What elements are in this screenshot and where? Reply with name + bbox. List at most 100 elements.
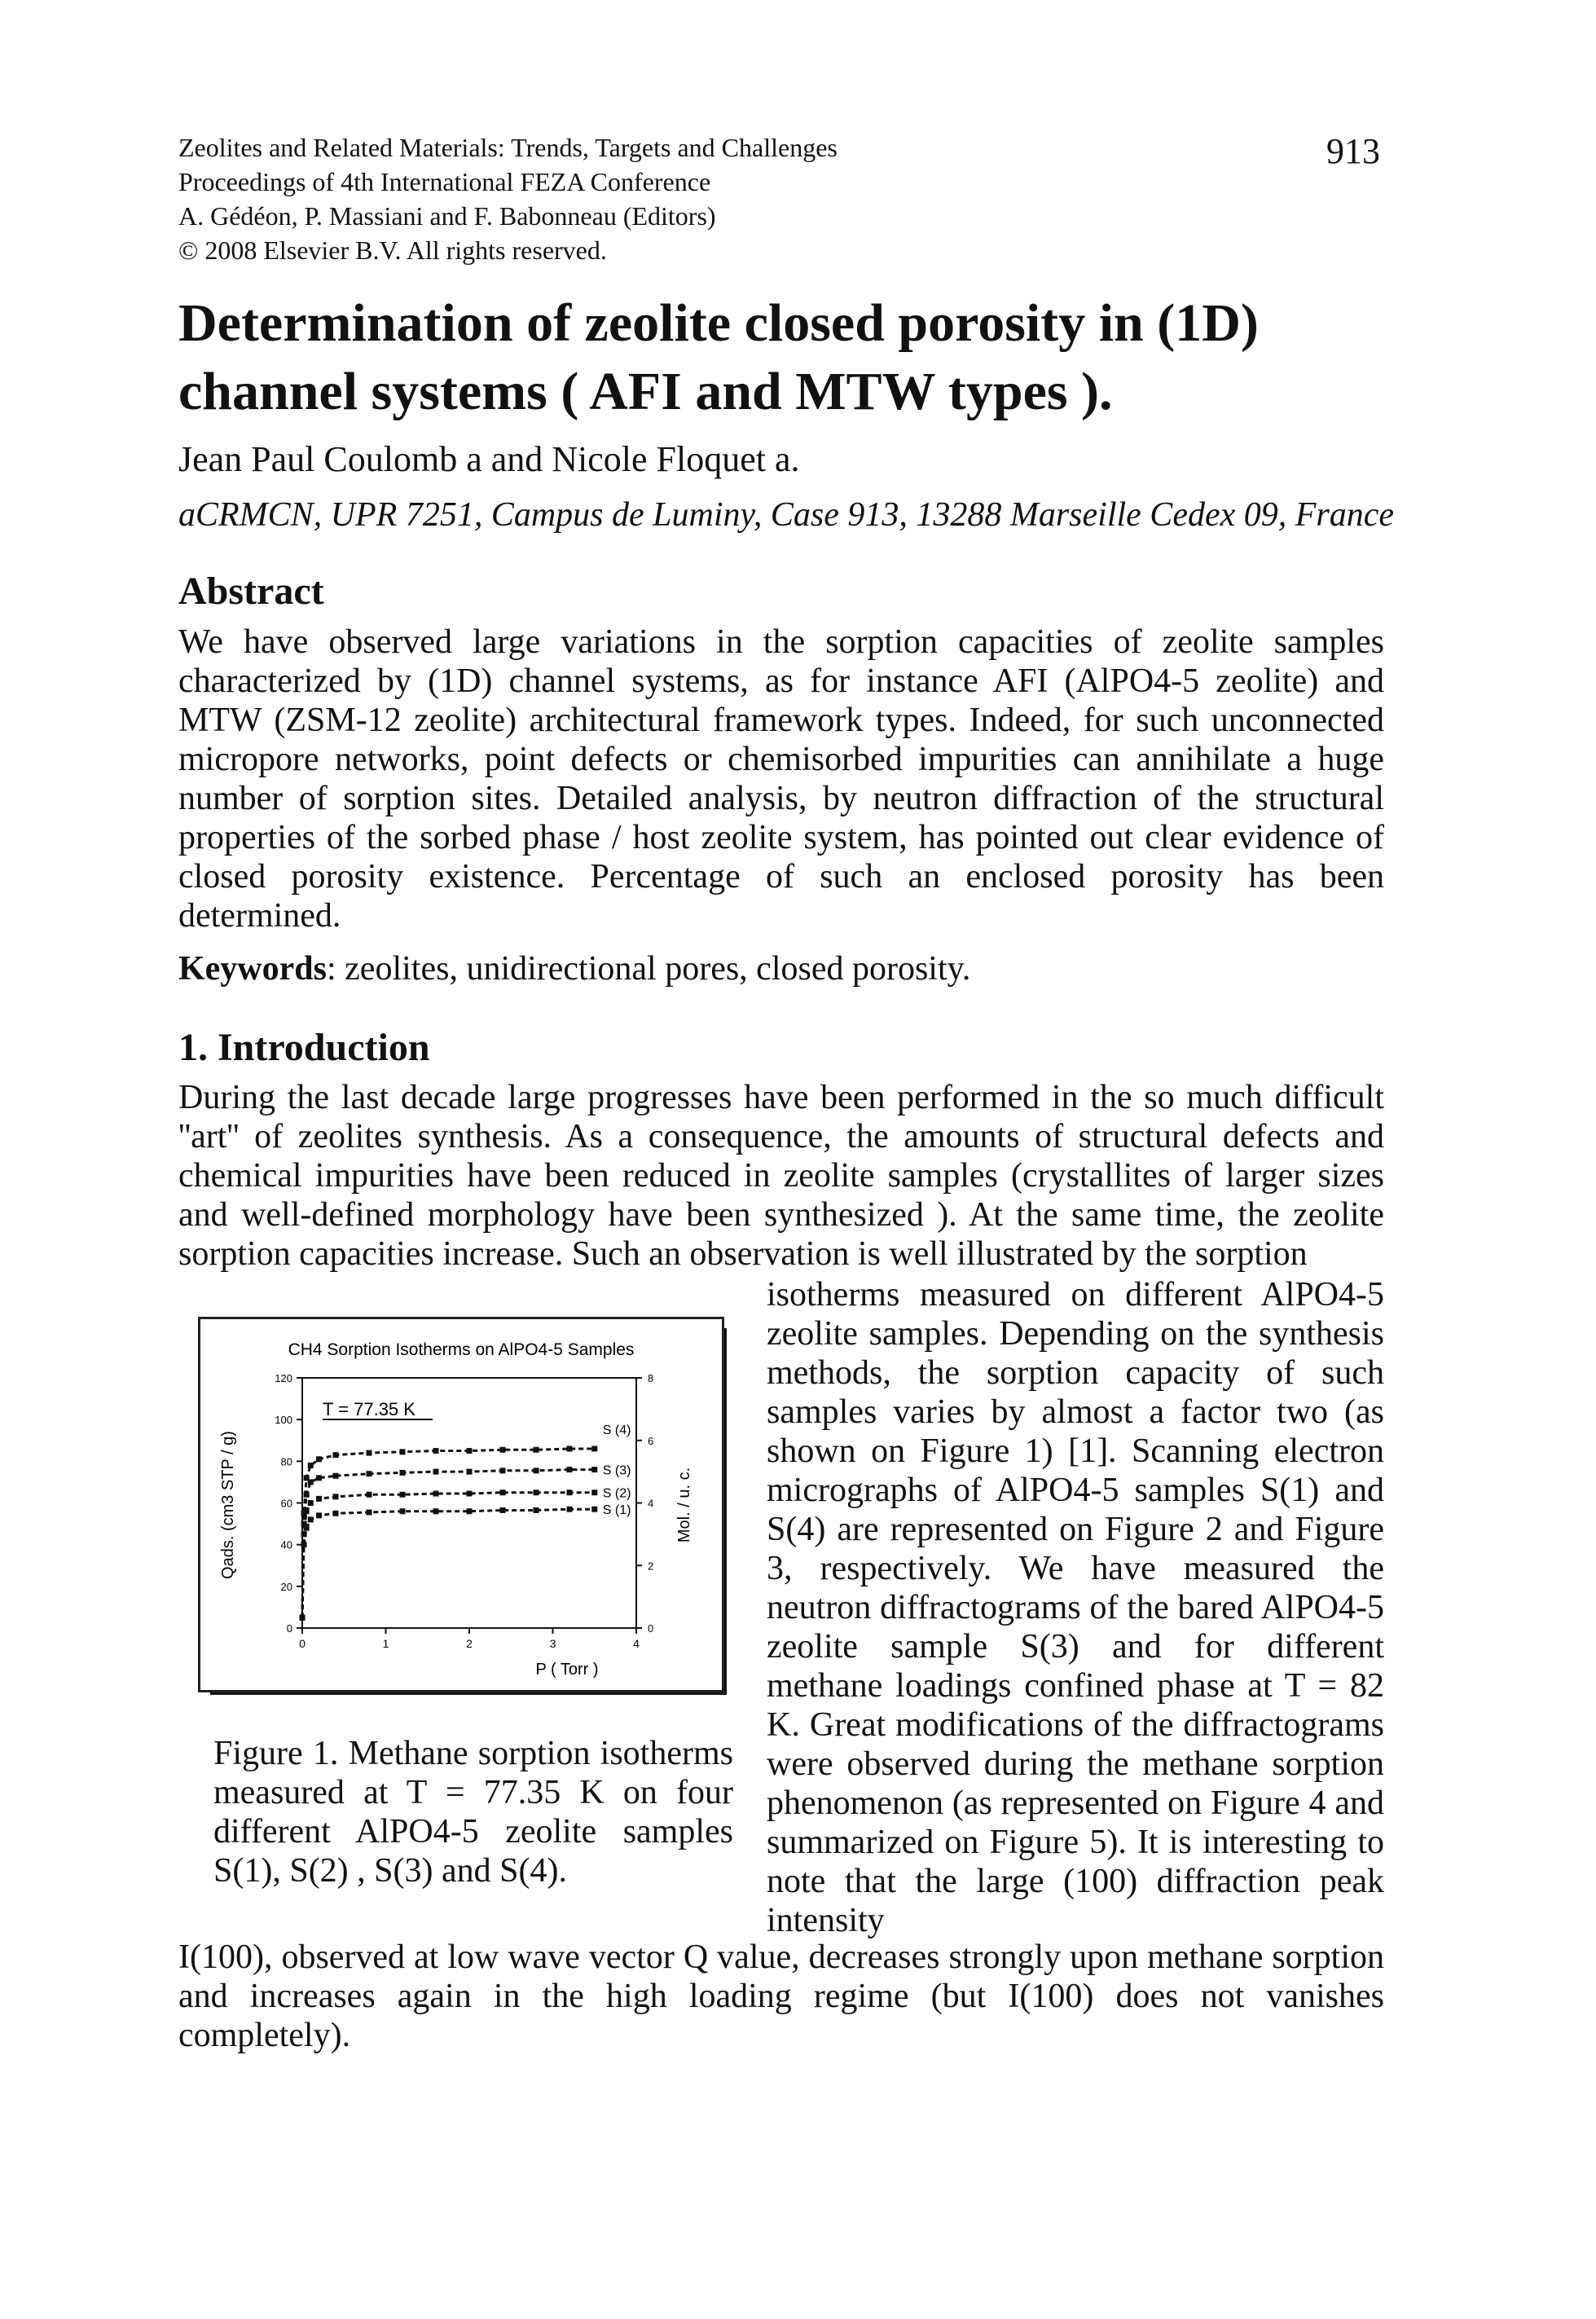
proceedings-header: Zeolites and Related Materials: Trends, …: [178, 130, 838, 267]
data-point: [399, 1469, 406, 1476]
data-point: [303, 1475, 310, 1481]
introduction-text: During the last decade large progresses …: [178, 1079, 1384, 1273]
y-axis-label: Qads. (cm3 STP / g): [219, 1431, 237, 1579]
data-point: [399, 1508, 406, 1515]
page-number: 913: [1326, 131, 1380, 171]
data-point: [591, 1467, 598, 1473]
header-line-4: © 2008 Elsevier B.V. All rights reserved…: [178, 235, 607, 265]
data-point: [499, 1468, 506, 1474]
y2-tick-label: 2: [648, 1560, 653, 1572]
header-line-3: A. Gédéon, P. Massiani and F. Babonneau …: [178, 201, 716, 231]
affiliation: aCRMCN, UPR 7251, Campus de Luminy, Case…: [178, 496, 1395, 534]
x-tick-label: 3: [550, 1637, 556, 1650]
y2-tick-label: 0: [648, 1622, 653, 1635]
keywords: Keywords: zeolites, unidirectional pores…: [178, 949, 970, 988]
data-point: [533, 1507, 539, 1513]
data-point: [316, 1512, 322, 1519]
x-tick-label: 4: [633, 1637, 640, 1650]
introduction-paragraph: During the last decade large progresses …: [178, 1078, 1384, 1274]
introduction-column-text: isotherms measured on different AlPO4-5 …: [767, 1275, 1384, 1940]
y2-tick-label: 4: [648, 1498, 653, 1510]
data-point: [566, 1467, 573, 1473]
data-point: [566, 1446, 573, 1452]
data-point: [332, 1510, 339, 1516]
data-point: [433, 1508, 439, 1515]
header-line-1: Zeolites and Related Materials: Trends, …: [178, 133, 838, 162]
authors: Jean Paul Coulomb a and Nicole Floquet a…: [178, 439, 800, 479]
data-point: [307, 1462, 314, 1468]
data-point: [316, 1495, 322, 1502]
series-label: S (1): [603, 1503, 631, 1517]
series-label: S (4): [603, 1424, 631, 1437]
y-tick-label: 100: [275, 1414, 292, 1426]
data-point: [591, 1506, 598, 1512]
data-point: [466, 1508, 473, 1515]
title-line-2: channel systems ( AFI and MTW types ).: [178, 362, 1113, 421]
data-point: [466, 1490, 473, 1497]
data-point: [499, 1446, 506, 1453]
data-point: [303, 1491, 310, 1498]
introduction-continuation: I(100), observed at low wave vector Q va…: [178, 1938, 1384, 2055]
temperature-annotation: T = 77.35 K: [323, 1399, 415, 1419]
data-point: [303, 1525, 310, 1531]
figure-1: CH4 Sorption Isotherms on AlPO4-5 Sample…: [198, 1317, 724, 1692]
data-point: [499, 1507, 506, 1513]
x-tick-label: 2: [466, 1637, 473, 1650]
y2-tick-label: 6: [648, 1435, 653, 1447]
data-point: [307, 1479, 314, 1485]
data-point: [566, 1490, 573, 1496]
data-point: [466, 1468, 473, 1475]
data-point: [466, 1448, 473, 1454]
y-tick-label: 20: [281, 1581, 292, 1593]
series-label: S (2): [603, 1487, 631, 1501]
header-line-2: Proceedings of 4th International FEZA Co…: [178, 167, 711, 196]
data-point: [307, 1500, 314, 1506]
title-line-1: Determination of zeolite closed porosity…: [178, 293, 1259, 353]
introduction-heading: 1. Introduction: [178, 1026, 430, 1069]
y-tick-label: 60: [281, 1498, 292, 1510]
keywords-text: : zeolites, unidirectional pores, closed…: [327, 950, 971, 988]
y-tick-label: 40: [281, 1539, 292, 1551]
data-point: [301, 1542, 307, 1548]
data-point: [332, 1452, 339, 1459]
data-point: [332, 1494, 339, 1500]
data-point: [299, 1614, 306, 1621]
y-tick-label: 120: [275, 1372, 292, 1384]
data-point: [533, 1490, 539, 1496]
paper-title: Determination of zeolite closed porosity…: [178, 289, 1425, 426]
data-point: [399, 1491, 406, 1498]
keywords-label: Keywords: [178, 950, 327, 988]
data-point: [399, 1449, 406, 1455]
data-point: [566, 1506, 573, 1512]
series-label: S (3): [603, 1464, 631, 1478]
data-point: [533, 1446, 539, 1453]
caption-text: Figure 1. Methane sorption isotherms mea…: [213, 1735, 733, 1890]
abstract-body: We have observed large variations in the…: [178, 623, 1384, 935]
data-point: [433, 1468, 439, 1475]
sorption-isotherm-chart: CH4 Sorption Isotherms on AlPO4-5 Sample…: [219, 1340, 693, 1679]
chart-title: CH4 Sorption Isotherms on AlPO4-5 Sample…: [288, 1340, 635, 1359]
data-point: [332, 1472, 339, 1479]
data-point: [366, 1471, 372, 1477]
data-point: [366, 1509, 372, 1516]
figure-1-caption: Figure 1. Methane sorption isotherms mea…: [213, 1734, 733, 1890]
data-point: [433, 1448, 439, 1454]
series-line-2: [301, 1468, 595, 1618]
x-tick-label: 1: [383, 1637, 389, 1650]
data-point: [591, 1490, 598, 1496]
data-point: [533, 1468, 539, 1474]
data-point: [316, 1475, 322, 1481]
data-point: [301, 1531, 307, 1538]
y2-axis-label: Mol. / u. c.: [675, 1468, 693, 1542]
data-point: [591, 1446, 598, 1452]
data-point: [316, 1456, 322, 1463]
y-tick-label: 80: [281, 1455, 292, 1468]
data-point: [366, 1491, 372, 1498]
continuation-text: I(100), observed at low wave vector Q va…: [178, 1938, 1384, 2054]
y2-tick-label: 8: [648, 1372, 653, 1384]
abstract-text: We have observed large variations in the…: [178, 623, 1384, 935]
column-text: isotherms measured on different AlPO4-5 …: [767, 1276, 1384, 1939]
data-point: [499, 1490, 506, 1496]
data-point: [433, 1490, 439, 1497]
x-axis-label: P ( Torr ): [535, 1661, 598, 1679]
